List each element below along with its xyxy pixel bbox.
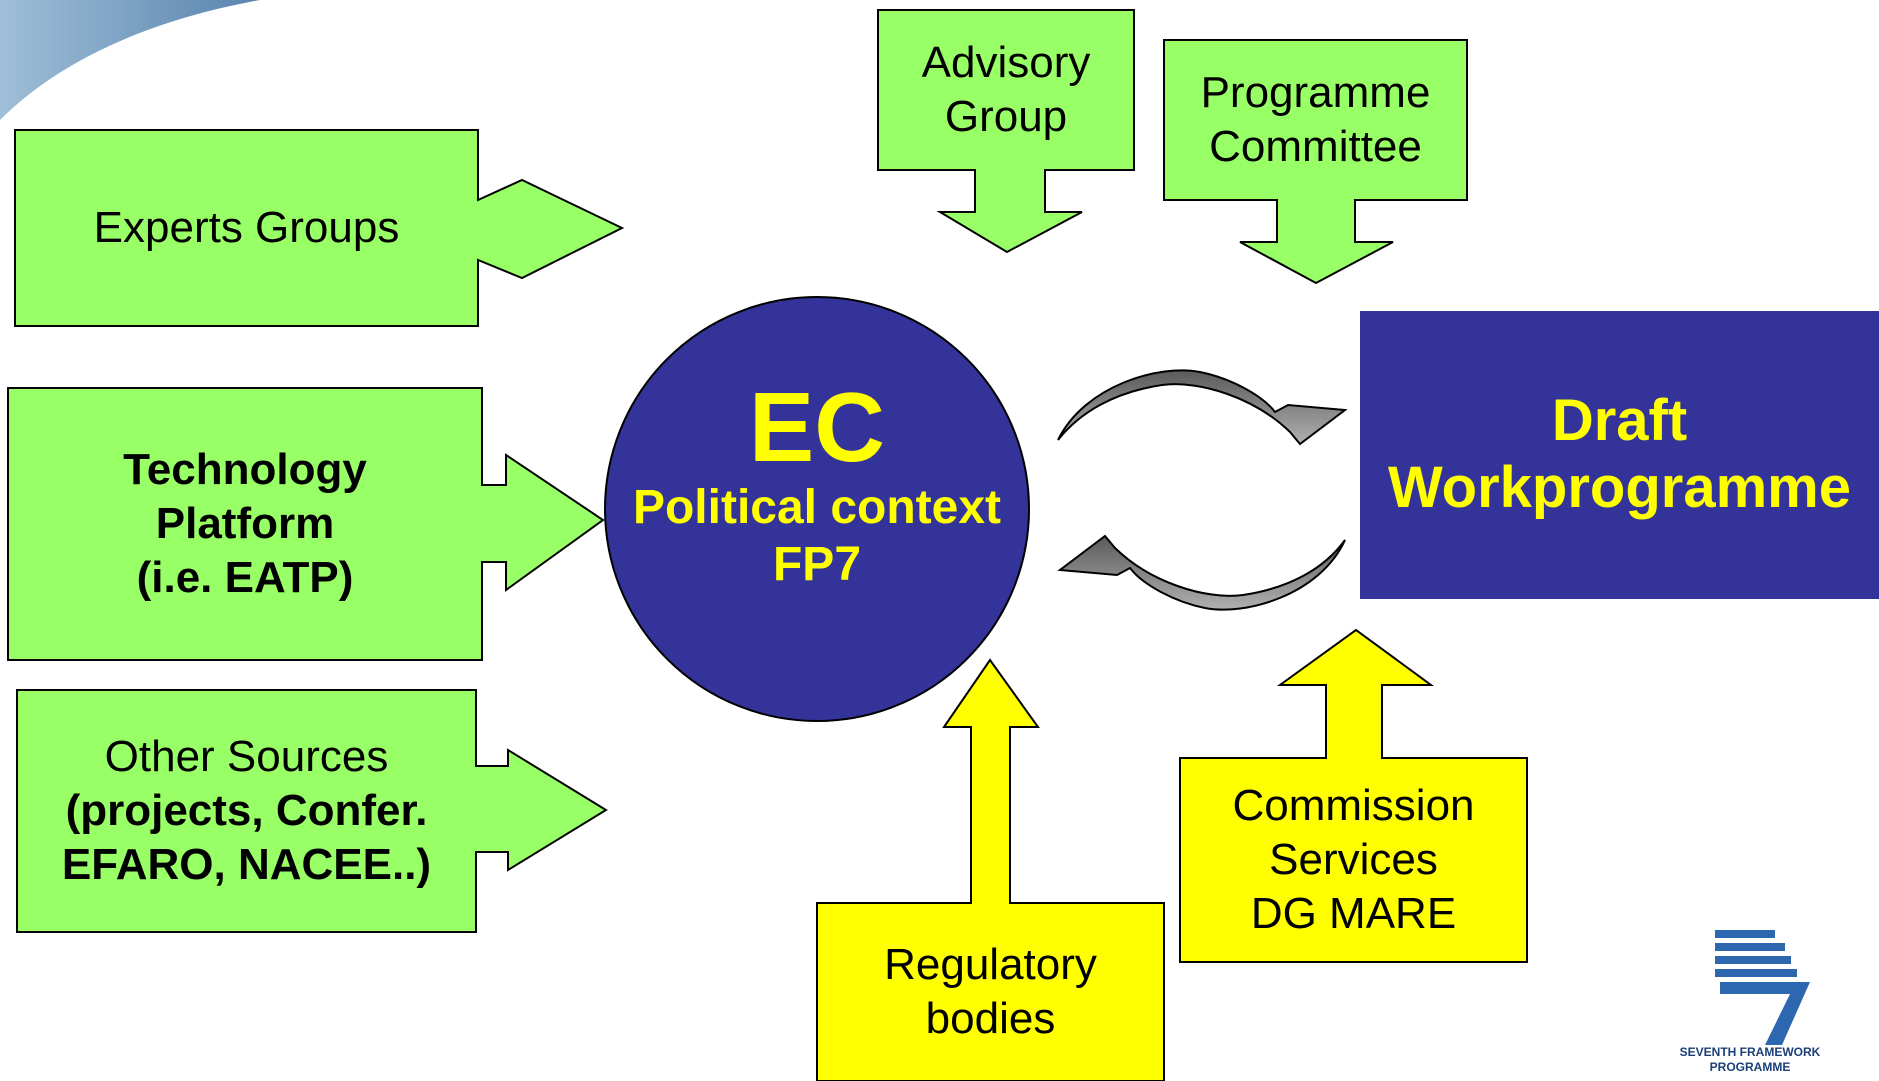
fp7-logo-icon [1715,930,1810,1045]
programme-committee-line-1: Programme [1200,67,1431,117]
ec-circle-label: EC Political context FP7 [605,360,1029,610]
advisory-group-line-1: Advisory [921,37,1091,87]
programme-committee-label: Programme Committee [1164,40,1467,200]
draft-workprogramme-label: Draft Workprogramme [1360,311,1879,599]
fp7-logo-text: SEVENTH FRAMEWORK PROGRAMME [1640,1042,1860,1078]
corner-swoosh [0,0,260,120]
regulatory-bodies-line-1: Regulatory [884,939,1097,989]
programme-committee-arrow [1163,39,1468,285]
technology-platform-arrow [7,387,605,661]
commission-services-line-1: Commission [1232,780,1475,830]
technology-platform-line-2: Platform [155,498,335,548]
advisory-group-line-2: Group [944,92,1068,141]
regulatory-bodies-arrow [816,658,1165,1081]
advisory-group-label: Advisory Group [878,10,1134,170]
commission-services-label: Commission Services DG MARE [1180,758,1527,962]
ec-circle [604,296,1030,722]
experts-groups-arrow [14,129,625,327]
technology-platform-line-1: Technology [123,444,367,494]
ec-fp7: FP7 [772,538,862,592]
other-sources-line-2: (projects, Confer. [65,785,428,835]
commission-services-line-3: DG MARE [1250,889,1457,939]
regulatory-bodies-line-2: bodies [925,994,1056,1043]
advisory-group-arrow [877,9,1135,254]
other-sources-arrow [16,689,608,933]
fp7-logo-line-2: PROGRAMME [1709,1060,1791,1074]
commission-services-line-2: Services [1269,834,1438,884]
draft-workprogramme-line-2: Workprogramme [1387,455,1852,520]
technology-platform-label: Technology Platform (i.e. EATP) [8,388,482,660]
other-sources-label: Other Sources (projects, Confer. EFARO, … [17,690,476,932]
draft-workprogramme-line-1: Draft [1551,388,1688,454]
ec-title: EC [748,371,886,482]
cycle-arrow-bottom [1057,534,1346,611]
experts-groups-label: Experts Groups [93,202,400,252]
technology-platform-line-3: (i.e. EATP) [136,553,354,603]
programme-committee-line-2: Committee [1209,122,1422,171]
cycle-arrow-top [1057,369,1348,446]
fp7-logo-line-1: SEVENTH FRAMEWORK [1679,1045,1821,1059]
ec-political-context: Political context [632,480,1002,534]
regulatory-bodies-label: Regulatory bodies [817,903,1164,1081]
draft-workprogramme-box [1360,311,1879,599]
commission-services-arrow [1179,628,1528,963]
other-sources-line-3: EFARO, NACEE..) [61,840,432,890]
other-sources-line-1: Other Sources [104,731,389,781]
